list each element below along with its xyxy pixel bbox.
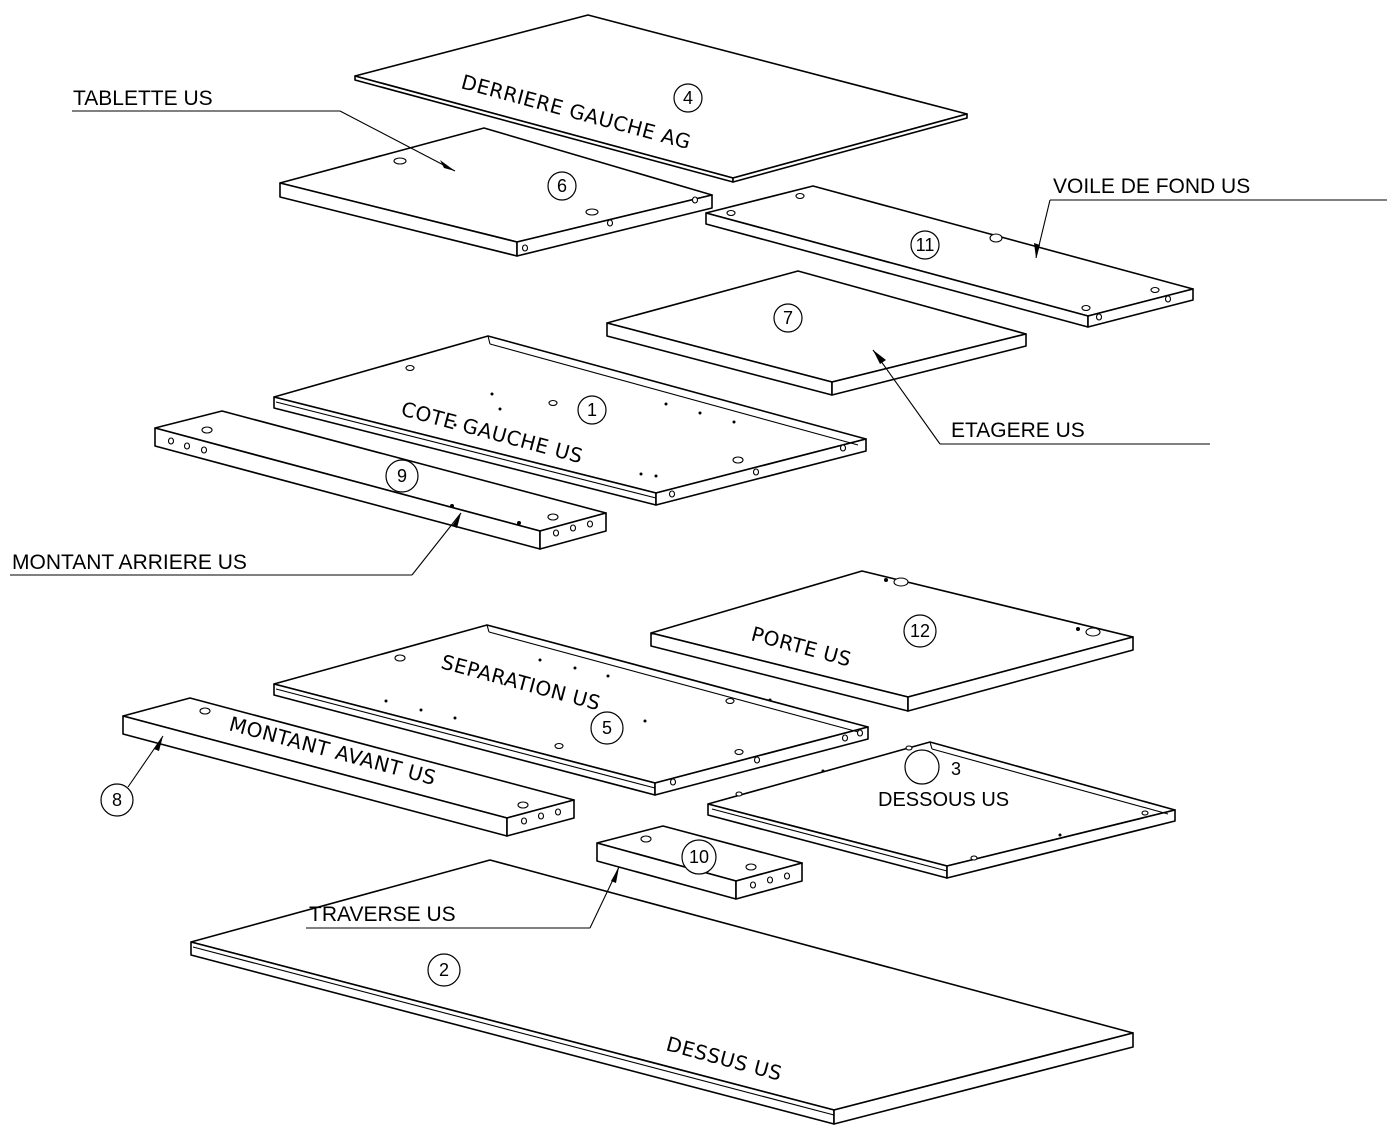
part-12-porte: PORTE US 12: [650, 570, 1134, 712]
label-dessous: DESSOUS US: [878, 789, 1009, 811]
bubble-1: [577, 395, 607, 425]
bubble-7: [773, 303, 803, 333]
bubble-6: [547, 171, 577, 201]
callout-traverse: TRAVERSE US: [309, 903, 456, 926]
callout-montant-arriere: MONTANT ARRIERE US: [12, 551, 247, 574]
number-2: 2: [439, 960, 449, 980]
number-3: 3: [951, 759, 961, 779]
bubble-9: [385, 459, 419, 493]
number-5: 5: [602, 718, 612, 738]
part-9-montant-arriere: 9: [154, 410, 607, 550]
bubble-5: [590, 711, 624, 745]
bubble-12: [903, 614, 937, 648]
number-9: 9: [397, 466, 407, 486]
leader-tablette: TABLETTE US: [72, 87, 456, 172]
bubble-11: [910, 230, 940, 260]
bubble-2: [427, 953, 461, 987]
bubble-4: [673, 83, 703, 113]
part-4-derriere-gauche: DERRIERE GAUCHE AG 4: [354, 14, 968, 183]
leader-montant-avant: 8: [100, 735, 164, 817]
leader-montant-arriere: MONTANT ARRIERE US: [10, 512, 462, 576]
number-6: 6: [557, 176, 567, 196]
part-10-traverse: 10: [596, 825, 803, 900]
part-7-etagere: 7: [606, 270, 1027, 396]
bubble-3: [904, 749, 940, 785]
part-3-dessous: 3 DESSOUS US: [707, 741, 1176, 879]
number-8: 8: [112, 790, 122, 810]
part-5-separation: SEPARATION US 5: [273, 624, 869, 796]
part-6-tablette: 6: [279, 127, 713, 257]
callout-tablette: TABLETTE US: [73, 87, 213, 110]
bubble-8: [100, 783, 134, 817]
callout-voile-de-fond: VOILE DE FOND US: [1053, 175, 1250, 198]
leader-voile-de-fond: VOILE DE FOND US: [1034, 175, 1387, 259]
bubble-10: [681, 839, 717, 875]
leader-traverse: TRAVERSE US: [306, 866, 620, 929]
number-7: 7: [783, 308, 793, 328]
number-1: 1: [587, 400, 597, 420]
leader-etagere: ETAGERE US: [872, 349, 1210, 445]
number-12: 12: [910, 621, 930, 641]
part-11-voile-de-fond: 11: [705, 185, 1194, 328]
callout-etagere: ETAGERE US: [951, 419, 1085, 442]
part-2-dessus: DESSUS US 2: [190, 859, 1134, 1125]
number-10: 10: [689, 847, 709, 867]
number-11: 11: [916, 235, 935, 255]
number-4: 4: [683, 88, 693, 108]
